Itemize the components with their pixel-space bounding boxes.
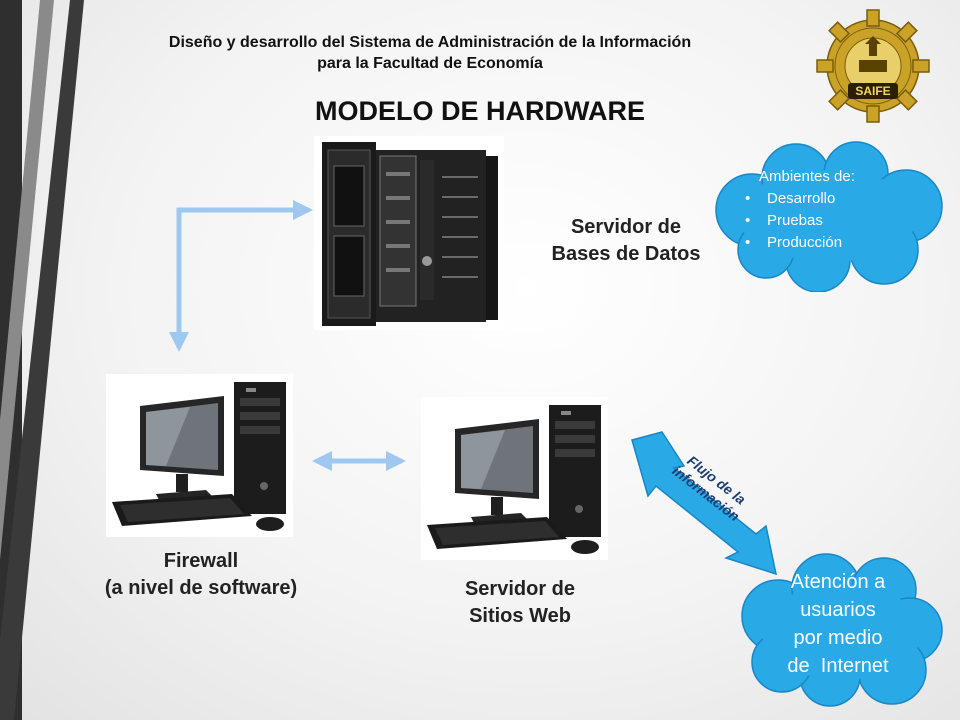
user-access-line4: de Internet <box>787 655 889 677</box>
information-flow-arrow <box>631 431 777 576</box>
firewall-label-line2: (a nivel de software) <box>104 577 298 599</box>
desktop-computer-icon <box>427 405 601 554</box>
header-line-1: Diseño y desarrollo del Sistema de Admin… <box>168 34 692 51</box>
environments-list: Desarrollo Pruebas Producción <box>745 188 915 254</box>
environment-item: Desarrollo <box>745 188 915 210</box>
stripe-dark-diagonal <box>0 0 84 720</box>
slide-title: MODELO DE HARDWARE <box>315 96 645 126</box>
server-tower-icon <box>322 142 498 326</box>
web-server-label: Servidor de Sitios Web <box>420 576 620 630</box>
firewall-pc-image <box>106 374 293 537</box>
environments-heading: Ambientes de: <box>759 168 855 185</box>
logo-wordmark: SAIFE <box>848 83 898 99</box>
user-access-line1: Atención a <box>790 571 886 593</box>
desktop-computer-icon <box>112 382 286 531</box>
firewall-label-line1: Firewall <box>163 550 239 572</box>
db-firewall-connector <box>169 200 313 352</box>
user-access-cloud-shape <box>741 553 943 707</box>
user-access-line3: por medio <box>793 627 883 649</box>
db-server-label-line2: Bases de Datos <box>551 243 701 265</box>
user-access-cloud: Atención a usuarios por medio de Interne… <box>748 568 928 680</box>
saife-logo: SAIFE <box>815 8 931 124</box>
web-server-label-line1: Servidor de <box>464 578 576 600</box>
environment-item: Pruebas <box>745 210 915 232</box>
db-server-label-line1: Servidor de <box>570 216 682 238</box>
web-server-pc-image <box>421 397 608 560</box>
web-server-label-line2: Sitios Web <box>469 605 571 627</box>
user-access-line2: usuarios <box>800 599 876 621</box>
environment-item: Producción <box>745 232 915 254</box>
decorative-stripes <box>0 0 84 720</box>
environments-cloud: Ambientes de: Desarrollo Pruebas Producc… <box>745 166 915 254</box>
db-server-label: Servidor de Bases de Datos <box>516 214 736 268</box>
header-line-2: para la Facultad de Economía <box>317 55 543 72</box>
firewall-label: Firewall (a nivel de software) <box>76 548 326 602</box>
stripe-gray-diagonal <box>0 0 54 560</box>
db-server-image <box>314 136 504 330</box>
